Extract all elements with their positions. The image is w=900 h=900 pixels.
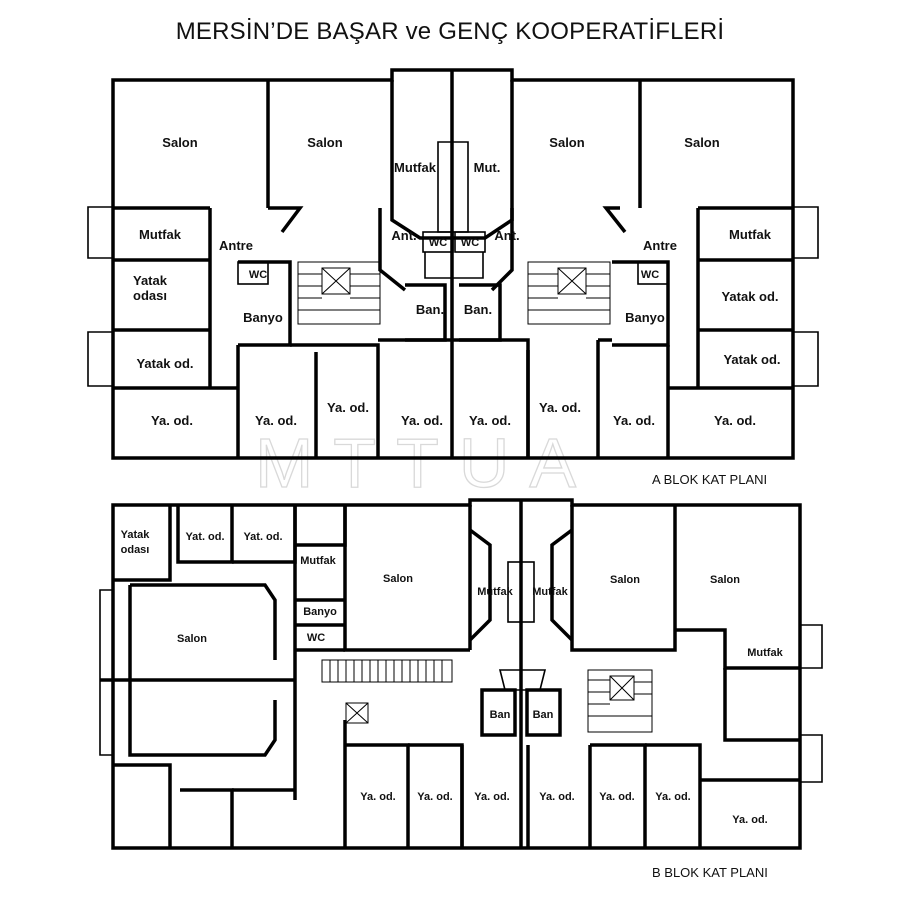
a-block-plan xyxy=(87,68,819,460)
room-label: Ban. xyxy=(464,302,492,317)
room-label: Salon xyxy=(307,135,342,150)
room-label: WC xyxy=(249,269,267,281)
room-label: Ya. od. xyxy=(599,791,634,803)
a-block-labels: Salon Salon Salon Salon Mutfak Mut. Mutf… xyxy=(133,135,781,428)
room-label: Ya. od. xyxy=(151,413,193,428)
room-label: Mutfak xyxy=(477,586,513,598)
room-label: Salon xyxy=(383,573,413,585)
room-label: Salon xyxy=(710,574,740,586)
room-label: WC xyxy=(461,237,479,249)
room-label: Mutfak xyxy=(139,227,182,242)
room-label: Ant. xyxy=(391,228,416,243)
room-label: Ya. od. xyxy=(655,791,690,803)
room-label: Yatak od. xyxy=(721,289,778,304)
room-label: Yat. od. xyxy=(185,531,224,543)
room-label: Ya. od. xyxy=(401,413,443,428)
watermark: MTTUA xyxy=(255,424,596,502)
room-label: Ya. od. xyxy=(327,400,369,415)
room-label: Ya. od. xyxy=(469,413,511,428)
room-label: Ya. od. xyxy=(539,791,574,803)
room-label: Mutfak xyxy=(747,647,783,659)
room-label: Mutfak xyxy=(394,160,437,175)
room-label: Ya. od. xyxy=(539,400,581,415)
room-label: WC xyxy=(307,632,325,644)
room-label: Salon xyxy=(610,574,640,586)
room-label: Banyo xyxy=(243,310,283,325)
room-label: Ya. od. xyxy=(714,413,756,428)
room-label: Banyo xyxy=(303,606,337,618)
room-label: Mut. xyxy=(474,160,501,175)
a-block-caption: A BLOK KAT PLANI xyxy=(652,472,767,487)
room-label: Salon xyxy=(549,135,584,150)
room-label: Mutfak xyxy=(532,586,568,598)
room-label: Yatak od. xyxy=(723,352,780,367)
room-label: Ban xyxy=(490,709,511,721)
room-label: Ya. od. xyxy=(474,791,509,803)
room-label: Yatak od. xyxy=(136,356,193,371)
room-label: Antre xyxy=(643,238,677,253)
room-label: Ya. od. xyxy=(360,791,395,803)
room-label: WC xyxy=(641,269,659,281)
room-label: Ya. od. xyxy=(613,413,655,428)
room-label: Antre xyxy=(219,238,253,253)
room-label: Ant. xyxy=(494,228,519,243)
room-label: Mutfak xyxy=(300,555,336,567)
page-title: MERSİN’DE BAŞAR ve GENÇ KOOPERATİFLERİ xyxy=(175,18,725,45)
room-label: Ya. od. xyxy=(417,791,452,803)
room-label: Mutfak xyxy=(729,227,772,242)
b-block-caption: B BLOK KAT PLANI xyxy=(652,865,768,880)
room-label: Salon xyxy=(177,633,207,645)
room-label: Yat. od. xyxy=(243,531,282,543)
room-label: WC xyxy=(429,237,447,249)
room-label: Ban. xyxy=(416,302,444,317)
room-label: Ya. od. xyxy=(732,814,767,826)
room-label: Salon xyxy=(684,135,719,150)
room-label: Ban xyxy=(533,709,554,721)
room-label: Salon xyxy=(162,135,197,150)
room-label: Banyo xyxy=(625,310,665,325)
room-label: Ya. od. xyxy=(255,413,297,428)
b-block-plan xyxy=(99,498,823,850)
